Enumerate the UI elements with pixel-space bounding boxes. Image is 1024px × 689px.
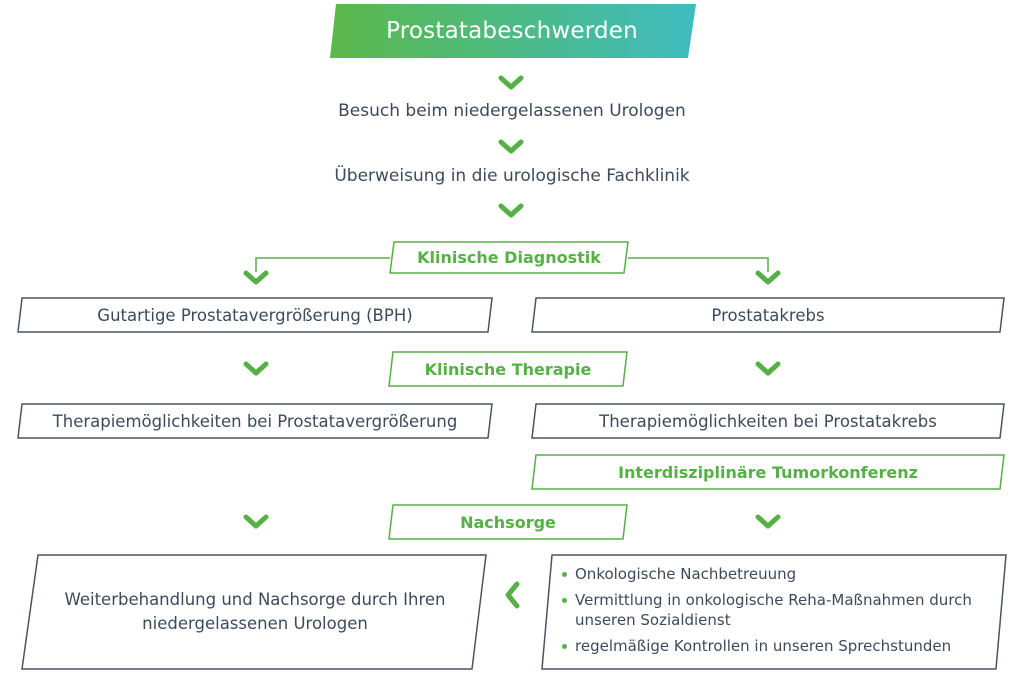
aftercare-label-box xyxy=(388,504,628,540)
aftercare-list-box xyxy=(541,554,1007,670)
chevron-down-icon xyxy=(498,139,524,154)
cancer-box xyxy=(531,297,1005,333)
chevron-down-icon xyxy=(755,361,781,376)
chevron-left-icon xyxy=(505,581,520,609)
therapy-bph-box xyxy=(17,403,493,439)
bph-box-text: Gutartige Prostatavergrößerung (BPH) xyxy=(97,305,413,325)
connector-right xyxy=(628,257,769,272)
tumorboard-label-box xyxy=(531,454,1005,490)
page-title: Prostatabeschwerden xyxy=(386,18,638,44)
bullet-icon xyxy=(562,598,567,603)
chevron-down-icon xyxy=(243,514,269,529)
chevron-down-icon xyxy=(498,75,524,90)
title-banner xyxy=(330,4,696,58)
therapy-cancer-box-text: Therapiemöglichkeiten bei Prostatakrebs xyxy=(599,411,937,431)
therapy-cancer-box xyxy=(531,403,1005,439)
step-referral-text: Überweisung in die urologische Fachklini… xyxy=(334,166,690,186)
bullet-icon xyxy=(562,572,567,577)
followup-box-text: Weiterbehandlung und Nachsorge durch Ihr… xyxy=(64,590,446,633)
list-item-text: regelmäßige Kontrollen in unseren Sprech… xyxy=(575,637,952,655)
list-item: Onkologische Nachbetreuung xyxy=(562,564,1002,584)
list-item: regelmäßige Kontrollen in unseren Sprech… xyxy=(562,636,1002,656)
chevron-down-icon xyxy=(243,270,269,285)
bullet-icon xyxy=(562,644,567,649)
chevron-down-icon xyxy=(755,270,781,285)
aftercare-list: Onkologische Nachbetreuung Vermittlung i… xyxy=(562,564,1002,662)
therapy-label: Klinische Therapie xyxy=(424,359,592,379)
list-item: Vermittlung in onkologische Reha-Maßnahm… xyxy=(562,590,1002,630)
step-visit-text: Besuch beim niedergelassenen Urologen xyxy=(338,101,686,121)
diagnostics-label: Klinische Diagnostik xyxy=(417,248,601,267)
cancer-box-text: Prostatakrebs xyxy=(711,305,825,325)
connector-left xyxy=(255,257,390,272)
diagnostics-label-box xyxy=(389,241,629,274)
list-item-text: Onkologische Nachbetreuung xyxy=(575,565,797,583)
chevron-down-icon xyxy=(755,514,781,529)
list-item-text: Vermittlung in onkologische Reha-Maßnahm… xyxy=(575,591,972,629)
bph-box xyxy=(17,297,493,333)
aftercare-label: Nachsorge xyxy=(460,512,556,532)
chevron-down-icon xyxy=(498,203,524,218)
followup-box xyxy=(21,554,487,670)
chevron-down-icon xyxy=(243,361,269,376)
tumorboard-label: Interdisziplinäre Tumorkonferenz xyxy=(618,462,918,482)
therapy-bph-box-text: Therapiemöglichkeiten bei Prostatavergrö… xyxy=(52,411,458,431)
therapy-label-box xyxy=(388,351,628,387)
